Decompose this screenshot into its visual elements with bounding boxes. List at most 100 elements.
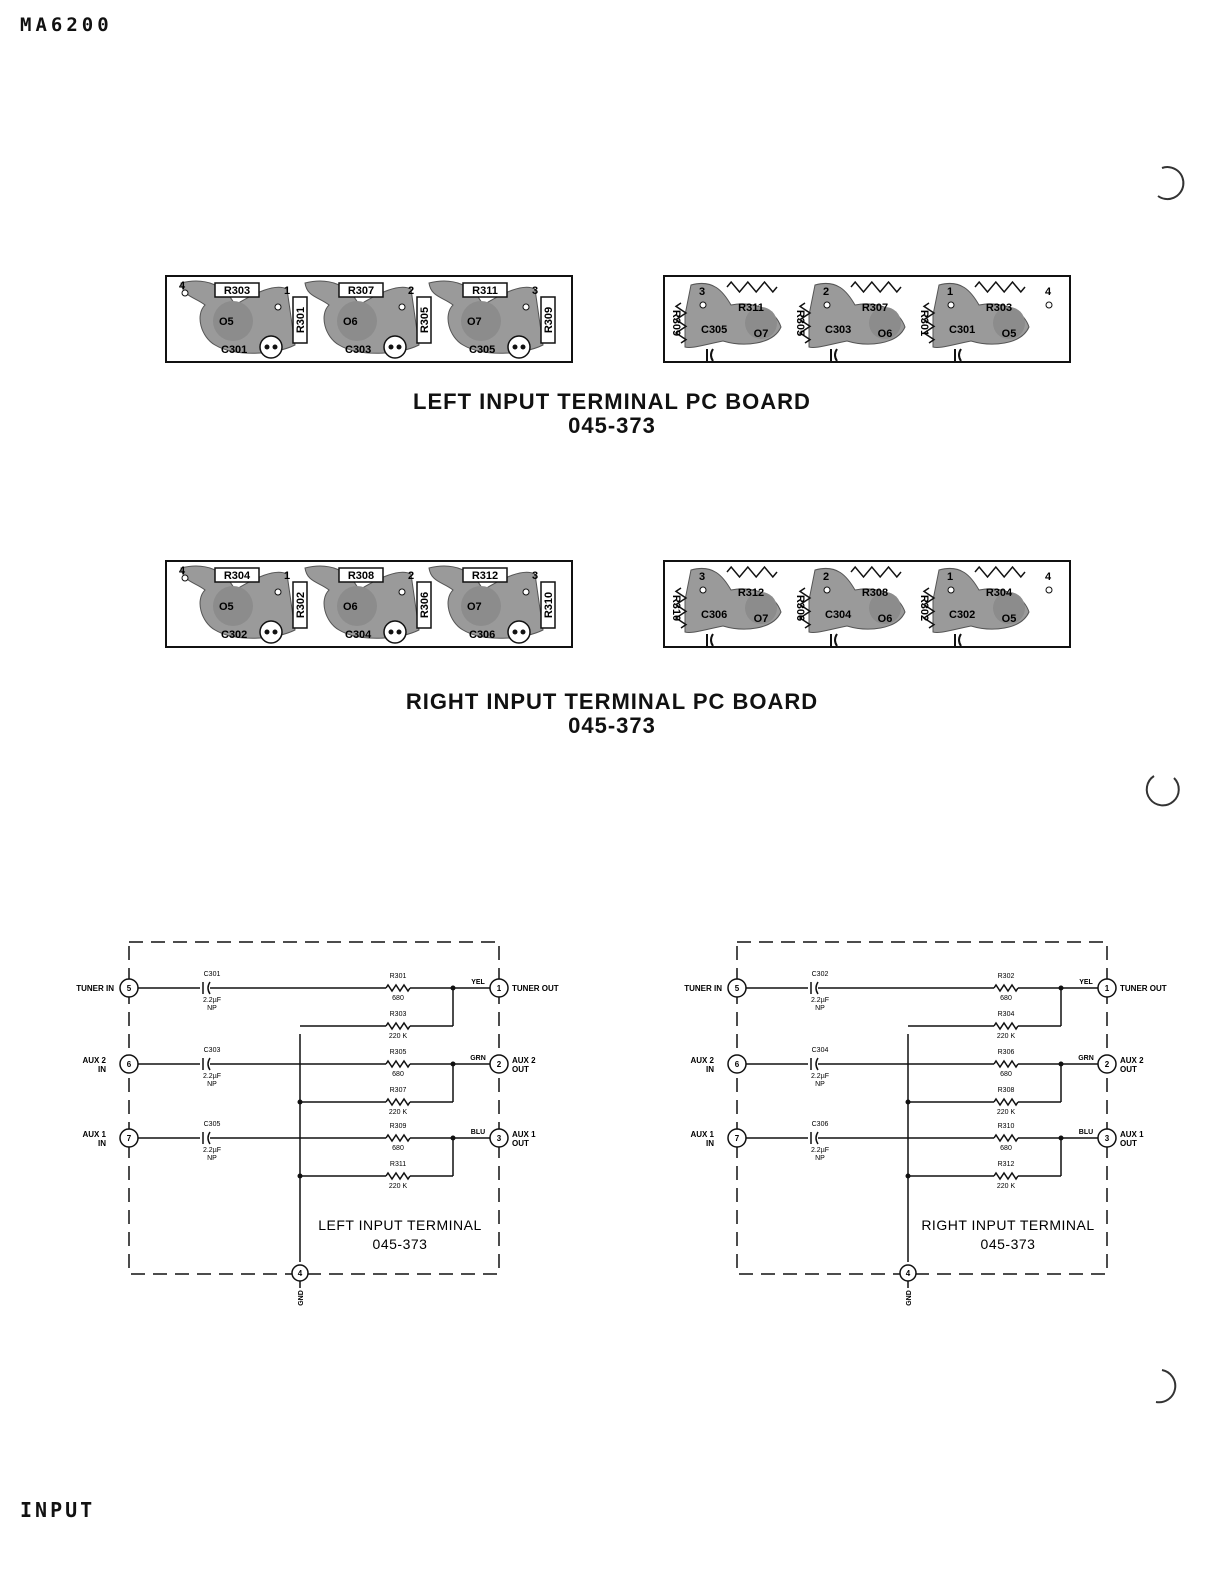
- capacitor-lead: [272, 344, 278, 350]
- output-pin-number: 3: [1105, 1134, 1110, 1143]
- capacitor-outline: [259, 620, 283, 644]
- ground-pin-number: 4: [906, 1269, 911, 1278]
- binder-hole-bottom: [1155, 1369, 1177, 1404]
- output-label: TUNER OUT: [1120, 984, 1167, 993]
- pad-label: O5: [219, 316, 234, 328]
- wire-color-label: YEL: [1079, 979, 1093, 986]
- terminal-label: 2: [408, 570, 414, 582]
- capacitor-lead: [388, 344, 394, 350]
- capacitor-type: NP: [207, 1155, 217, 1162]
- capacitor-lead: [520, 344, 526, 350]
- capacitor-outline: [383, 335, 407, 359]
- resistor-label: R311: [472, 285, 498, 297]
- capacitor-plate: [815, 981, 819, 995]
- resistor-zigzag: [674, 302, 688, 344]
- capacitor-lead: [512, 629, 518, 635]
- input-pin-number: 6: [735, 1060, 740, 1069]
- pad-label: O6: [343, 601, 358, 613]
- terminal-hole: [274, 588, 282, 596]
- terminal-label: 3: [532, 285, 538, 297]
- series-resistor-label: R309: [390, 1123, 407, 1130]
- pad-label: O5: [1002, 613, 1017, 625]
- resistor-zigzag: [922, 587, 936, 629]
- resistor-zigzag: [850, 280, 902, 294]
- capacitor-lead: [512, 344, 518, 350]
- series-resistor-label: R306: [998, 1049, 1015, 1056]
- input-label: IN: [98, 1065, 106, 1074]
- right-board-title: RIGHT INPUT TERMINAL PC BOARD 045-373: [0, 690, 1224, 738]
- series-resistor-value: 680: [392, 995, 404, 1002]
- input-label: AUX 1: [690, 1130, 714, 1139]
- capacitor-label: C303: [204, 1047, 221, 1054]
- capacitor-lead: [272, 629, 278, 635]
- junction-dot: [905, 1099, 911, 1105]
- capacitor-value: 2.2µF: [811, 1147, 829, 1154]
- shunt-resistor: [993, 1097, 1019, 1107]
- terminal-hole: [181, 289, 189, 297]
- capacitor-label: C302: [812, 971, 829, 978]
- terminal-hole: [522, 588, 530, 596]
- terminal-label: 4: [179, 280, 186, 292]
- input-pin: [119, 1128, 139, 1148]
- capacitor-lead: [520, 629, 526, 635]
- capacitor-plate: [815, 1057, 819, 1071]
- capacitor-value: 2.2µF: [203, 1147, 221, 1154]
- capacitor-label: C305: [204, 1121, 221, 1128]
- resistor-label: R307: [862, 302, 888, 314]
- resistor-label: R302: [295, 592, 307, 618]
- shunt-resistor-label: R304: [998, 1011, 1015, 1018]
- capacitor-plate: [815, 1131, 819, 1145]
- output-label: AUX 1: [512, 1130, 536, 1139]
- binder-hole-middle: [1145, 775, 1180, 807]
- resistor-label: R303: [986, 302, 1012, 314]
- resistor-label: R310: [670, 595, 682, 621]
- output-pin: [1097, 978, 1117, 998]
- shunt-resistor-value: 220 K: [997, 1033, 1016, 1040]
- capacitor-type: NP: [207, 1005, 217, 1012]
- schematic-part-number: 045-373: [981, 1236, 1036, 1252]
- input-label: AUX 2: [82, 1056, 106, 1065]
- dashed-enclosure: [736, 941, 1108, 1275]
- capacitor-lead: [388, 629, 394, 635]
- shunt-resistor-value: 220 K: [997, 1183, 1016, 1190]
- capacitor-plate: [207, 1131, 211, 1145]
- pad-label: O7: [467, 601, 482, 613]
- output-pin: [1097, 1128, 1117, 1148]
- resistor-zigzag: [726, 280, 778, 294]
- terminal-hole: [947, 301, 955, 309]
- capacitor-label: C301: [204, 971, 221, 978]
- output-pin-number: 2: [1105, 1060, 1110, 1069]
- resistor-body: [292, 296, 308, 344]
- copper-pad: [461, 586, 501, 626]
- resistor-body: [292, 581, 308, 629]
- terminal-hole: [699, 586, 707, 594]
- resistor-zigzag: [974, 565, 1026, 579]
- resistor-body: [338, 567, 384, 583]
- ground-label: GND: [298, 1290, 305, 1306]
- terminal-hole: [823, 301, 831, 309]
- input-pin: [119, 978, 139, 998]
- capacitor-plate: [834, 633, 838, 647]
- series-resistor-value: 680: [392, 1071, 404, 1078]
- output-label: AUX 1: [1120, 1130, 1144, 1139]
- terminal-label: 1: [284, 570, 290, 582]
- resistor-label: R301: [918, 310, 930, 336]
- resistor-label: R308: [862, 587, 888, 599]
- copper-pad: [461, 301, 501, 341]
- series-resistor-value: 680: [1000, 1071, 1012, 1078]
- series-resistor: [385, 1133, 411, 1143]
- capacitor-label: C302: [949, 609, 975, 621]
- copper-pad: [337, 301, 377, 341]
- output-label: OUT: [512, 1139, 529, 1148]
- output-label: OUT: [1120, 1139, 1137, 1148]
- resistor-zigzag: [974, 280, 1026, 294]
- binder-hole-top: [1157, 166, 1185, 201]
- resistor-body: [416, 581, 432, 629]
- shunt-resistor: [385, 1097, 411, 1107]
- terminal-hole: [398, 303, 406, 311]
- output-label: OUT: [512, 1065, 529, 1074]
- capacitor-label: C304: [825, 609, 852, 621]
- right-board-title-text: RIGHT INPUT TERMINAL PC BOARD: [405, 689, 819, 714]
